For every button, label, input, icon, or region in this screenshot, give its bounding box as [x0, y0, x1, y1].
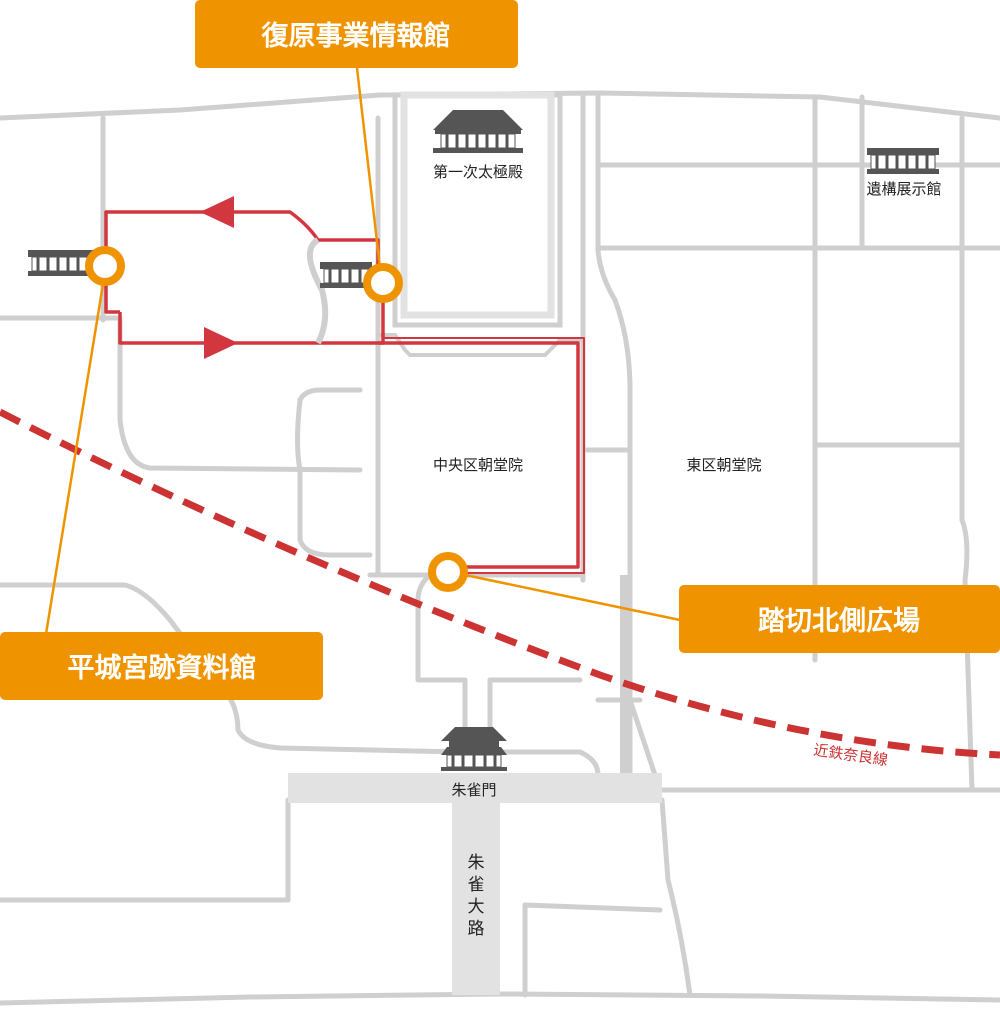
- kintetsu-nara-line: [0, 408, 1000, 759]
- gate-building-icon: [441, 727, 507, 771]
- railway-label: 近鉄奈良線: [812, 741, 889, 769]
- suzaku-avenue: [288, 773, 662, 995]
- higashi-chodoin-label: 東区朝堂院: [686, 456, 761, 474]
- southeast-lower-road: [659, 797, 693, 998]
- museum-building-icon: [867, 148, 939, 174]
- callout-shiryokan-label: 平城宮跡資料館: [68, 652, 257, 684]
- callout-fukugen[interactable]: 復原事業情報館: [195, 0, 518, 68]
- location-ring-icon[interactable]: [428, 552, 468, 592]
- far-east-road: [959, 115, 975, 793]
- suzaku-oji-char: 路: [468, 919, 485, 939]
- suzaku-oji-char: 雀: [468, 875, 485, 895]
- route-lower-path: [118, 300, 385, 345]
- temple-building-icon: [433, 110, 523, 153]
- location-ring-icon[interactable]: [363, 263, 403, 303]
- location-ring-icon[interactable]: [85, 246, 125, 286]
- inner-loop-top: [297, 387, 363, 403]
- southwest-lower-road: [0, 797, 291, 903]
- callout-leaders: [44, 67, 681, 635]
- callout-shiryokan[interactable]: 平城宮跡資料館: [0, 632, 323, 700]
- chodoin-north-wall: [378, 333, 583, 357]
- route-arrow-icon: [204, 327, 238, 359]
- chuo-chodoin-label: 中央区朝堂院: [433, 456, 523, 474]
- suzaku-oji-char: 朱: [468, 853, 485, 873]
- suzaku-oji-char: 大: [468, 897, 485, 917]
- route-arrow-icon: [200, 196, 234, 228]
- callout-fukugen-label: 復原事業情報館: [261, 20, 451, 52]
- fukugen-leader: [355, 67, 382, 269]
- route-chodoin-inner: [383, 337, 585, 574]
- road-network: [0, 90, 1000, 1006]
- route-chodoin-outer: [378, 341, 580, 569]
- suzaku-approach-road: [415, 572, 468, 768]
- shiryokan-building-icon: [28, 250, 100, 276]
- west-loop-road: [117, 317, 363, 473]
- fumikiri-leader: [464, 573, 681, 622]
- east-main-road: [595, 92, 633, 793]
- route-bend-road: [307, 237, 329, 345]
- suzaku-oji-label: 朱 雀 大 路: [468, 853, 485, 939]
- callout-fumikiri[interactable]: 踏切北側広場: [679, 585, 1000, 653]
- south-lower-cross: [522, 902, 663, 913]
- inner-loop-road: [295, 397, 373, 558]
- fukugen-building-icon: [320, 262, 372, 288]
- south-road: [0, 991, 1000, 1006]
- daigokuden-courtyard: [392, 91, 563, 328]
- callout-fumikiri-label: 踏切北側広場: [758, 605, 920, 637]
- daigokuden-label: 第一次太極殿: [433, 163, 523, 181]
- shiryokan-leader: [44, 283, 105, 635]
- suzaku-east-road: [497, 749, 601, 778]
- suzakumon-label: 朱雀門: [451, 781, 496, 799]
- iko-tenjikan-label: 遺構展示館: [866, 180, 941, 198]
